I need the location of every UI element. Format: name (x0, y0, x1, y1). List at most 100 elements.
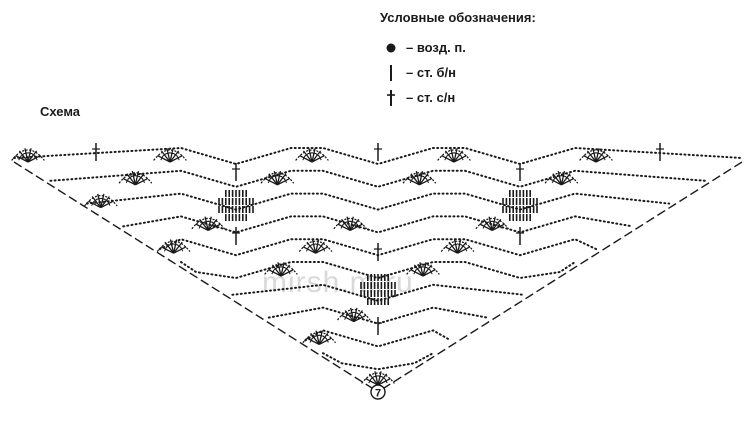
fan-stitch (169, 239, 175, 254)
fan-stitch (560, 173, 571, 186)
fan-stitch (548, 177, 562, 186)
fan-stitch (280, 264, 291, 277)
legend-label-double: – ст. с/н (406, 90, 456, 105)
chain-row (85, 192, 671, 211)
fan-top (337, 308, 371, 321)
fan-top (153, 149, 187, 161)
fan-stitch (406, 177, 420, 186)
fan-stitch (302, 246, 316, 254)
fan-stitch (457, 246, 471, 254)
fan-stitch (264, 177, 278, 186)
fan-top (361, 372, 395, 384)
stitch-block (360, 274, 396, 305)
start-circle (370, 384, 386, 400)
fan-stitch (419, 177, 433, 186)
fan-stitch (160, 246, 174, 254)
fan-stitch (169, 155, 183, 163)
fan-stitch (308, 148, 313, 163)
fan-top (302, 331, 336, 344)
fan-stitch (419, 262, 424, 277)
chain-rows (13, 146, 743, 387)
fan-top (84, 194, 118, 207)
fan-crossbar (602, 155, 606, 161)
fan-crossbar (464, 246, 468, 252)
fan-stitch (315, 330, 320, 345)
double-crochet (374, 243, 382, 261)
fan-stitch (349, 218, 360, 231)
fan-stitch (131, 170, 137, 185)
stitch-blocks (218, 190, 538, 305)
fan-stitch (457, 241, 467, 254)
fan-top (295, 149, 329, 161)
fan-stitch (207, 218, 218, 231)
double-crochet-marks (92, 143, 664, 335)
fan-top (333, 217, 367, 230)
legend-item-double: – ст. с/н (380, 85, 536, 110)
fan-stitch (100, 200, 114, 209)
fan-stitch (349, 223, 363, 231)
shell-fan (402, 170, 437, 186)
fan-stitch (377, 373, 388, 386)
double-crochet (232, 163, 240, 181)
fan-stitch (441, 155, 455, 163)
fan-crossbar (287, 269, 291, 275)
fan-stitch (276, 173, 287, 186)
fan-crossbar (425, 178, 430, 184)
fan-stitch (444, 246, 458, 254)
fan-top (298, 240, 333, 252)
fan-stitch (280, 269, 294, 277)
fan-top (156, 240, 191, 252)
fan-crossbar (356, 223, 360, 229)
edge-lines (13, 161, 743, 389)
fan-stitch (318, 332, 329, 345)
fan-stitch (479, 223, 493, 231)
stitch-block (502, 190, 538, 221)
fan-stitch (277, 262, 282, 277)
fan-stitch (353, 314, 367, 323)
double-crochet (516, 163, 524, 181)
fan-stitch (353, 310, 363, 322)
shell-fan (264, 262, 298, 277)
fan-stitch (561, 177, 575, 186)
double-crochet (232, 227, 240, 245)
fan-stitch (346, 216, 351, 231)
fan-stitch (422, 264, 433, 277)
cross-icon (387, 89, 395, 106)
double-crochet (92, 143, 100, 161)
shell-fan (361, 371, 395, 386)
fan-stitch (27, 155, 41, 163)
fan-stitch (15, 155, 29, 163)
chain-row (322, 352, 434, 371)
fan-crossbar (384, 378, 388, 384)
shell-fan (302, 330, 336, 345)
fan-stitch (410, 269, 424, 277)
shell-fan (156, 239, 191, 254)
fan-stitch (491, 223, 505, 231)
fan-stitch (207, 223, 221, 231)
fan-stitch (166, 148, 171, 163)
shell-fan (118, 170, 153, 186)
fan-stitch (173, 246, 187, 254)
right-edge (383, 161, 743, 389)
fan-stitch (453, 155, 467, 163)
fan-stitch (450, 148, 455, 163)
fan-stitch (595, 150, 606, 163)
fan-top (402, 172, 437, 184)
shell-fan (191, 216, 225, 231)
fan-stitch (97, 193, 102, 208)
fan-crossbar (180, 246, 184, 252)
legend-item-single: – ст. б/н (380, 60, 536, 85)
fan-stitch (273, 170, 279, 185)
fan-top (579, 149, 613, 161)
fan-top (264, 263, 298, 275)
fan-crossbar (318, 155, 322, 161)
dot-icon (386, 43, 396, 52)
fan-stitch (341, 314, 355, 323)
fan-stitch (488, 216, 493, 231)
stitch-block (218, 190, 254, 221)
legend-label-chain: – возд. п. (406, 40, 466, 55)
fan-stitch (311, 155, 325, 163)
double-crochet (374, 317, 382, 335)
fan-crossbar (107, 201, 111, 206)
fan-top (406, 263, 440, 275)
